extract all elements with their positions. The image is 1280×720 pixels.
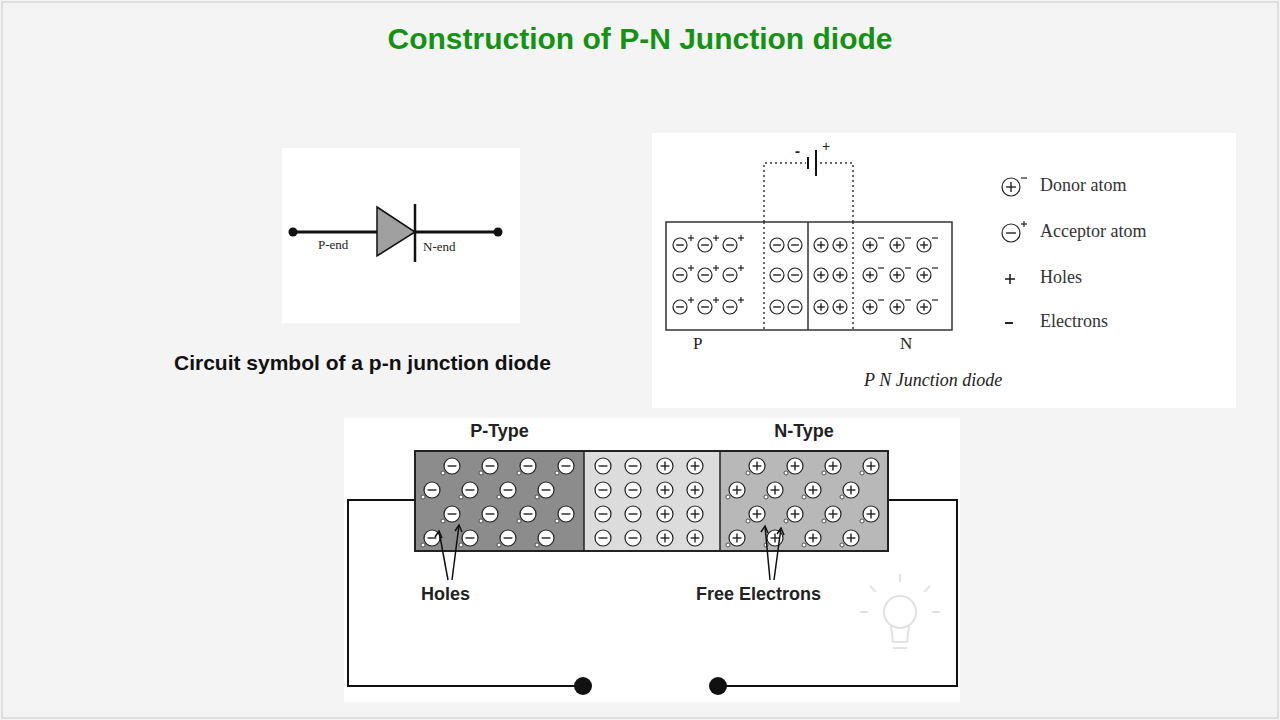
terminal: [709, 677, 727, 695]
leader-arrows: [435, 525, 784, 580]
callout-label: Holes: [421, 584, 470, 605]
callout-label: Free Electrons: [696, 584, 821, 605]
semiconductor-region: P-Type: [415, 451, 584, 551]
ion-circles: [421, 458, 879, 547]
region-label: N: [900, 334, 912, 354]
semiconductor-region: N-Type: [720, 451, 888, 551]
legend-symbols: [1002, 178, 1027, 323]
terminal-label: N-end: [423, 239, 456, 255]
figure-caption: P N Junction diode: [864, 370, 1002, 391]
circuit-panel: [344, 418, 960, 702]
region-heading: N-Type: [774, 421, 834, 442]
legend-text: Holes: [1040, 267, 1082, 288]
diode-symbol: [289, 204, 503, 262]
terminal: [574, 677, 592, 695]
polarity-sign: -: [795, 142, 800, 159]
caption: Circuit symbol of a p-n junction diode: [174, 351, 551, 375]
title: Construction of P-N Junction diode: [388, 22, 893, 56]
ion-symbols: [673, 235, 938, 314]
region-label: P: [693, 334, 702, 354]
lightbulb-watermark: [860, 574, 940, 648]
region-heading: P-Type: [470, 421, 529, 442]
semiconductor-bar: [415, 451, 888, 551]
legend-text: Electrons: [1040, 311, 1108, 332]
junction-block: [666, 150, 952, 330]
terminal-label: P-end: [318, 237, 348, 253]
legend-text: Donor atom: [1040, 175, 1126, 196]
legend-text: Acceptor atom: [1040, 221, 1146, 242]
symbol-panel: [282, 148, 520, 323]
polarity-sign: +: [822, 138, 830, 154]
junction-panel: [652, 133, 1236, 408]
